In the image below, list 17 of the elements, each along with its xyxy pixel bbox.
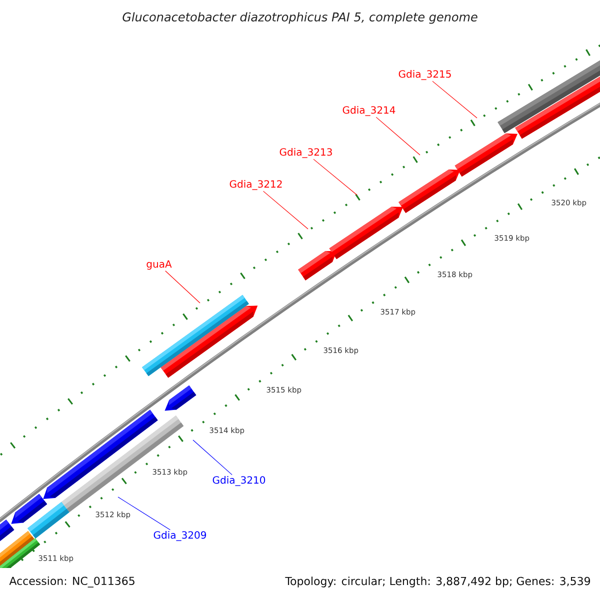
leader-line bbox=[376, 116, 420, 156]
gene-label: guaA bbox=[146, 260, 172, 270]
genome-info-text: Topology: circular; Length: 3,887,492 bp; Genes: 3,539 bbox=[285, 576, 590, 588]
leader-line bbox=[118, 496, 170, 530]
leader-line bbox=[432, 80, 478, 118]
leader-line bbox=[192, 440, 232, 476]
gene-label: Gdia_3210 bbox=[212, 476, 266, 486]
gene-label: Gdia_3209 bbox=[154, 531, 206, 541]
leader-line bbox=[263, 190, 308, 230]
accession-text: Accession: NC_011365 bbox=[9, 576, 134, 588]
gene-label: Gdia_3213 bbox=[280, 148, 332, 158]
gene-label: Gdia_3215 bbox=[398, 70, 451, 80]
gene-label: Gdia_3214 bbox=[342, 106, 396, 116]
leader-line bbox=[165, 270, 200, 304]
leader-line bbox=[313, 158, 358, 196]
gene-label: Gdia_3212 bbox=[230, 180, 282, 190]
title: Gluconacetobacter diazotrophicus PAI 5, complete genome bbox=[122, 12, 478, 24]
